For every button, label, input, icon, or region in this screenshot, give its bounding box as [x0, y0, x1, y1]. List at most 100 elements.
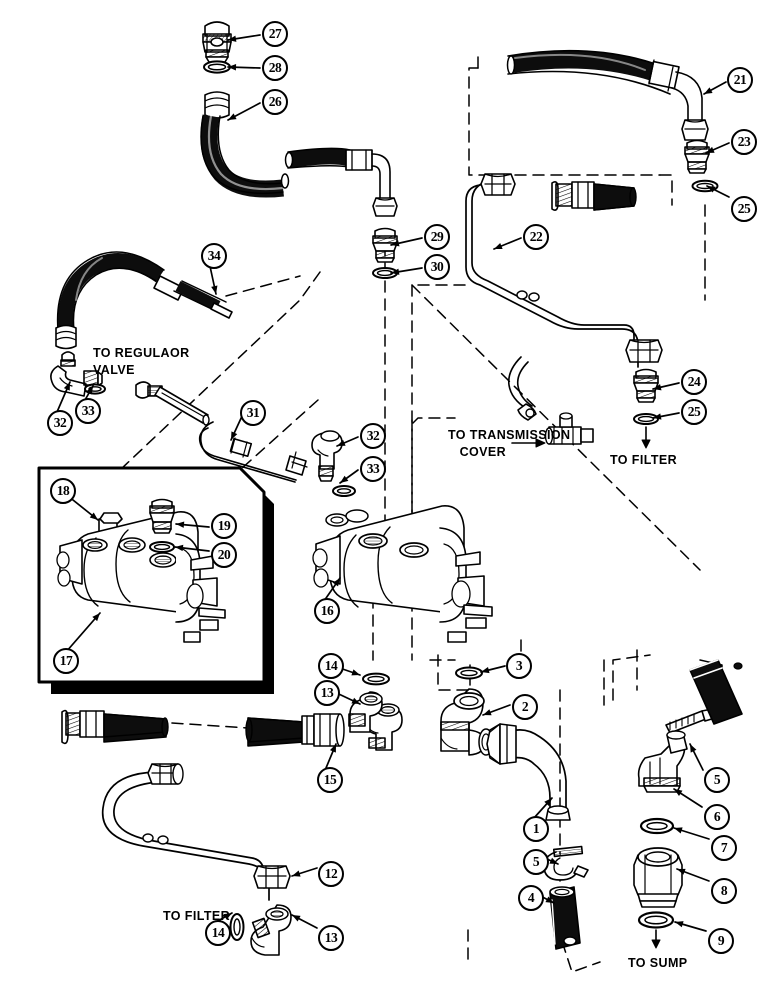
label-to-sump: TO SUMP — [628, 956, 688, 970]
callout-13[interactable]: 13 — [318, 925, 344, 951]
callout-number: 12 — [324, 866, 338, 881]
callout-1[interactable]: 1 — [523, 816, 549, 842]
leader-arrow-21 — [704, 87, 713, 94]
callout-number: 29 — [430, 229, 444, 244]
leader-arrow-20 — [175, 544, 184, 552]
callout-16[interactable]: 16 — [314, 598, 340, 624]
callout-25[interactable]: 25 — [731, 196, 757, 222]
callout-14[interactable]: 14 — [318, 653, 344, 679]
part-19-fitting — [149, 498, 175, 534]
part-13-elbow-bottom — [250, 904, 292, 956]
callout-29[interactable]: 29 — [424, 224, 450, 250]
callout-number: 13 — [320, 685, 334, 700]
callout-15[interactable]: 15 — [317, 767, 343, 793]
leader-arrow-5 — [690, 744, 697, 753]
to-transmission-cover-arrow — [511, 438, 546, 448]
callout-9[interactable]: 9 — [708, 928, 734, 954]
callout-12[interactable]: 12 — [318, 861, 344, 887]
callout-number: 4 — [527, 890, 535, 905]
callout-17[interactable]: 17 — [53, 648, 79, 674]
part-32-elbow-center — [311, 430, 343, 482]
callout-7[interactable]: 7 — [711, 835, 737, 861]
to-filter-arrow-right — [641, 426, 651, 449]
part-6-fitting — [637, 730, 688, 793]
hose-26-right-segment — [284, 147, 398, 217]
callout-number: 20 — [217, 547, 231, 562]
part-22-tube — [465, 173, 663, 368]
callout-number: 7 — [720, 840, 728, 855]
label-line-2: VALVE — [93, 363, 135, 377]
part-33-oring-center — [332, 485, 356, 497]
leader-arrow-17 — [92, 613, 100, 622]
callout-19[interactable]: 19 — [211, 513, 237, 539]
part-3-oring — [455, 666, 483, 680]
callout-23[interactable]: 23 — [731, 129, 757, 155]
callout-27[interactable]: 27 — [262, 21, 288, 47]
part-9-oring — [637, 911, 675, 929]
leader-arrow-25 — [707, 186, 716, 193]
part-34-hose — [55, 251, 233, 350]
callout-number: 2 — [521, 699, 529, 714]
label-line-1: TO TRANSMISSION — [448, 428, 571, 442]
callout-20[interactable]: 20 — [211, 542, 237, 568]
leader-arrow-31 — [231, 431, 238, 440]
part-23-fitting — [684, 139, 710, 174]
label-to-filter-bottom: TO FILTER — [163, 909, 231, 923]
callout-22[interactable]: 22 — [523, 224, 549, 250]
callout-number: 5 — [713, 772, 721, 787]
leader-arrow-23 — [706, 146, 715, 153]
callout-5[interactable]: 5 — [704, 767, 730, 793]
callout-18[interactable]: 18 — [50, 478, 76, 504]
callout-number: 1 — [532, 821, 540, 836]
callout-number: 21 — [733, 72, 747, 87]
leader-arrow-2 — [483, 709, 492, 716]
callout-32[interactable]: 32 — [47, 410, 73, 436]
callout-34[interactable]: 34 — [201, 243, 227, 269]
callout-number: 34 — [207, 248, 221, 263]
leader-arrow-27 — [228, 35, 237, 42]
callout-3[interactable]: 3 — [506, 653, 532, 679]
callout-26[interactable]: 26 — [262, 89, 288, 115]
part-2-elbow — [440, 688, 494, 756]
callout-number: 33 — [366, 461, 380, 476]
callout-31[interactable]: 31 — [240, 400, 266, 426]
callout-2[interactable]: 2 — [512, 694, 538, 720]
to-sump-arrow — [651, 929, 661, 949]
callout-24[interactable]: 24 — [681, 369, 707, 395]
part-26-hose — [200, 91, 290, 198]
leader-arrow-4 — [545, 896, 554, 903]
part-left-hose-stub — [61, 709, 169, 745]
callout-number: 14 — [211, 925, 225, 940]
leader-arrow-26 — [228, 113, 237, 120]
part-14-oring-bottom — [229, 913, 245, 941]
callout-28[interactable]: 28 — [262, 55, 288, 81]
callout-8[interactable]: 8 — [711, 878, 737, 904]
callout-number: 28 — [268, 60, 282, 75]
leader-arrow-32 — [337, 439, 346, 446]
callout-6[interactable]: 6 — [704, 804, 730, 830]
callout-number: 15 — [323, 772, 337, 787]
callout-32[interactable]: 32 — [360, 423, 386, 449]
leader-arrow-25 — [653, 413, 662, 420]
leader-arrow-18 — [89, 512, 98, 520]
callout-21[interactable]: 21 — [727, 67, 753, 93]
callout-number: 14 — [324, 658, 338, 673]
callout-number: 24 — [687, 374, 701, 389]
callout-30[interactable]: 30 — [424, 254, 450, 280]
callout-5[interactable]: 5 — [523, 849, 549, 875]
leader-arrow-3 — [481, 666, 490, 674]
transmission-cover-fitting — [544, 412, 594, 445]
callout-25[interactable]: 25 — [681, 399, 707, 425]
callout-number: 17 — [59, 653, 73, 668]
leader-arrow-6 — [674, 789, 683, 797]
callout-33[interactable]: 33 — [75, 398, 101, 424]
leader-arrow-9 — [675, 921, 684, 928]
nipple-fitting-upper — [551, 181, 637, 211]
callout-4[interactable]: 4 — [518, 885, 544, 911]
callout-33[interactable]: 33 — [360, 456, 386, 482]
callout-13[interactable]: 13 — [314, 680, 340, 706]
callout-number: 32 — [366, 428, 380, 443]
part-28-oring — [203, 60, 231, 74]
callout-14[interactable]: 14 — [205, 920, 231, 946]
